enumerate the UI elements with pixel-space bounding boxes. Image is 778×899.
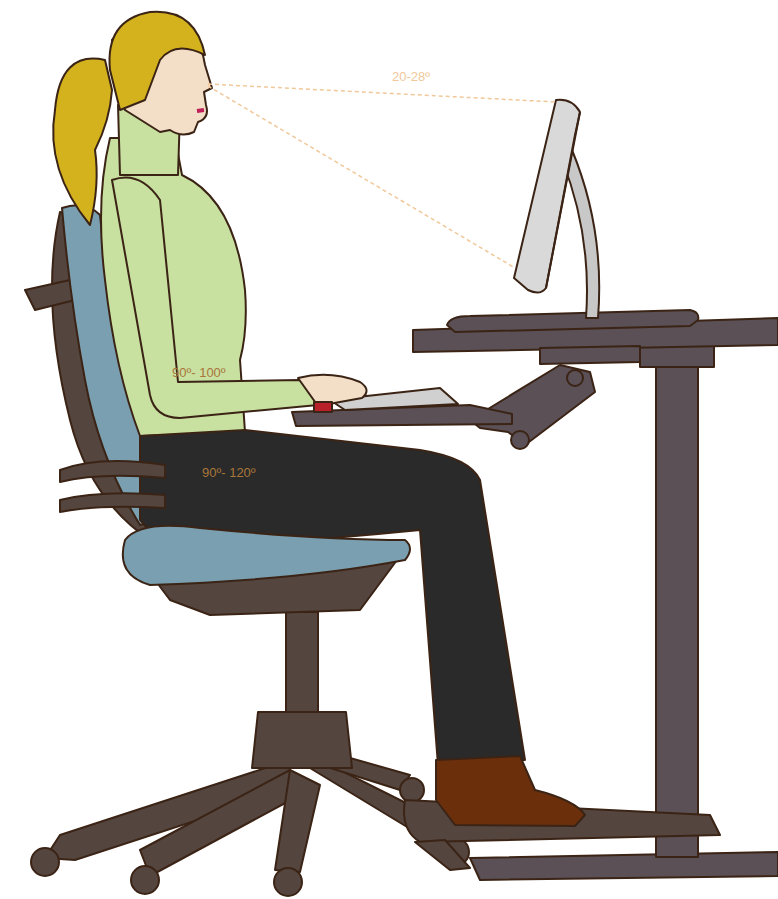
armrest — [60, 461, 165, 482]
sight-line — [208, 86, 515, 268]
monitor-screen — [514, 100, 580, 293]
chair-hub — [252, 712, 352, 768]
viewing-angle: 20-28º — [392, 70, 430, 83]
wrist-rest — [314, 402, 332, 412]
hair — [110, 12, 206, 110]
lips — [197, 110, 204, 111]
sight-line — [208, 84, 556, 102]
hip-angle: 90º- 120º — [202, 466, 256, 479]
tray-joint — [511, 431, 529, 449]
elbow-angle: 90º- 100º — [172, 366, 226, 379]
monitor-edge — [546, 112, 580, 288]
chair-wheel — [274, 868, 302, 896]
chair-wheel — [131, 866, 159, 894]
chair-leg — [275, 770, 320, 872]
desk-foot — [470, 852, 778, 880]
desk-leg — [656, 345, 698, 857]
desk-rail — [540, 346, 640, 364]
armrest — [60, 493, 165, 512]
pants — [140, 430, 525, 765]
seat-cushion — [123, 526, 410, 585]
footrest-leg — [415, 840, 470, 870]
chair-wheel — [400, 778, 424, 802]
tray-arm — [470, 365, 595, 445]
sweater-arm — [112, 178, 318, 419]
monitor-base — [447, 310, 698, 332]
tray-joint — [567, 370, 583, 386]
boot — [436, 756, 585, 826]
chair-column — [286, 612, 318, 712]
chair-back-handle — [25, 280, 75, 310]
chair-wheel — [31, 848, 59, 876]
